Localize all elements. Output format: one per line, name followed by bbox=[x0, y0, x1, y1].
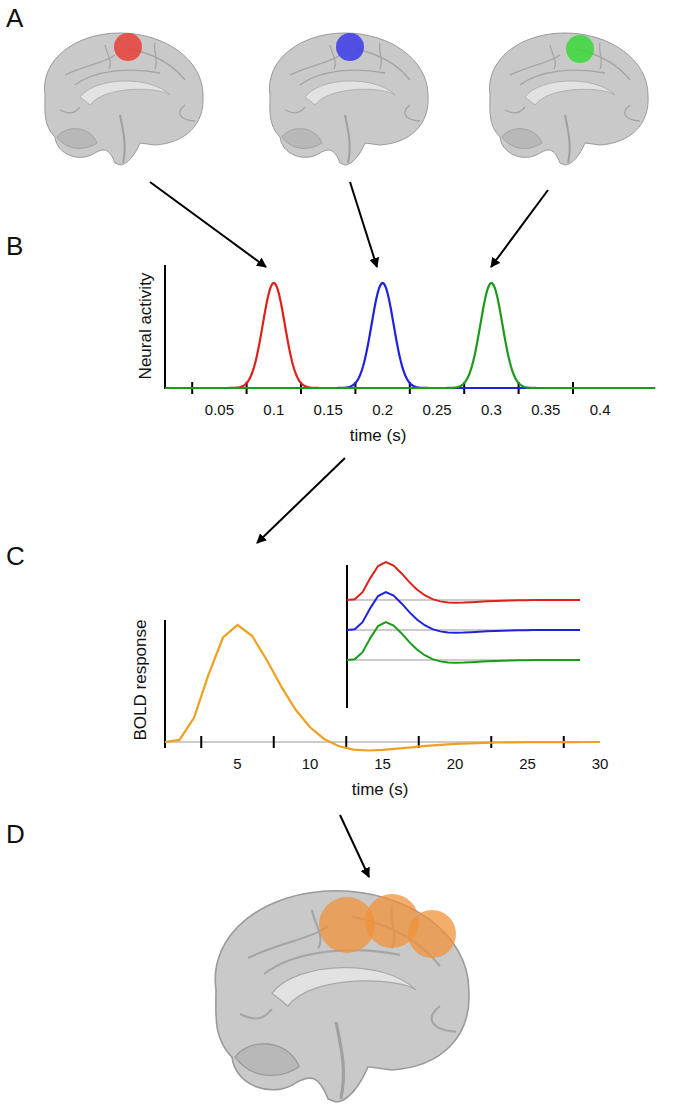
tick-label: 0.2 bbox=[372, 402, 393, 419]
axis-title: time (s) bbox=[350, 427, 407, 446]
axis-title: Neural activity bbox=[137, 273, 156, 380]
tick-label: 0.3 bbox=[481, 402, 502, 419]
tick-mark bbox=[345, 736, 347, 748]
brain-a-green bbox=[490, 33, 649, 165]
brain-a-red bbox=[45, 33, 204, 165]
tick-label: 0.35 bbox=[531, 402, 560, 419]
panel-letter: C bbox=[6, 542, 25, 571]
tick-label: 0.05 bbox=[205, 402, 234, 419]
tick-label: 25 bbox=[519, 756, 536, 773]
bold-curve bbox=[165, 625, 600, 750]
neural-activity-plot bbox=[165, 265, 656, 394]
neural-peak bbox=[165, 283, 655, 388]
brain-a-blue bbox=[270, 33, 429, 165]
tick-label: 20 bbox=[447, 756, 464, 773]
tick-label: 15 bbox=[374, 756, 391, 773]
panel-letter: A bbox=[6, 4, 23, 33]
tick-label: 10 bbox=[302, 756, 319, 773]
inset-bold-curve bbox=[347, 622, 580, 663]
axis-title: BOLD response bbox=[132, 620, 151, 741]
tick-label: 0.15 bbox=[314, 402, 343, 419]
tick-mark bbox=[273, 736, 275, 748]
inset-bold-curve bbox=[347, 562, 580, 603]
bold-plot bbox=[165, 562, 600, 750]
tick-label: 0.25 bbox=[422, 402, 451, 419]
inset-bold-curve bbox=[347, 592, 580, 633]
panel-letter: B bbox=[6, 232, 23, 261]
neural-peak bbox=[165, 283, 655, 388]
neural-peak bbox=[165, 283, 655, 388]
tick-label: 5 bbox=[233, 756, 241, 773]
tick-label: 0.1 bbox=[263, 402, 284, 419]
brain-d-combined bbox=[215, 891, 469, 1102]
tick-label: 30 bbox=[592, 756, 609, 773]
axis-title: time (s) bbox=[352, 781, 409, 800]
panel-letter: D bbox=[6, 820, 25, 849]
tick-mark bbox=[200, 736, 202, 748]
tick-label: 0.4 bbox=[590, 402, 611, 419]
